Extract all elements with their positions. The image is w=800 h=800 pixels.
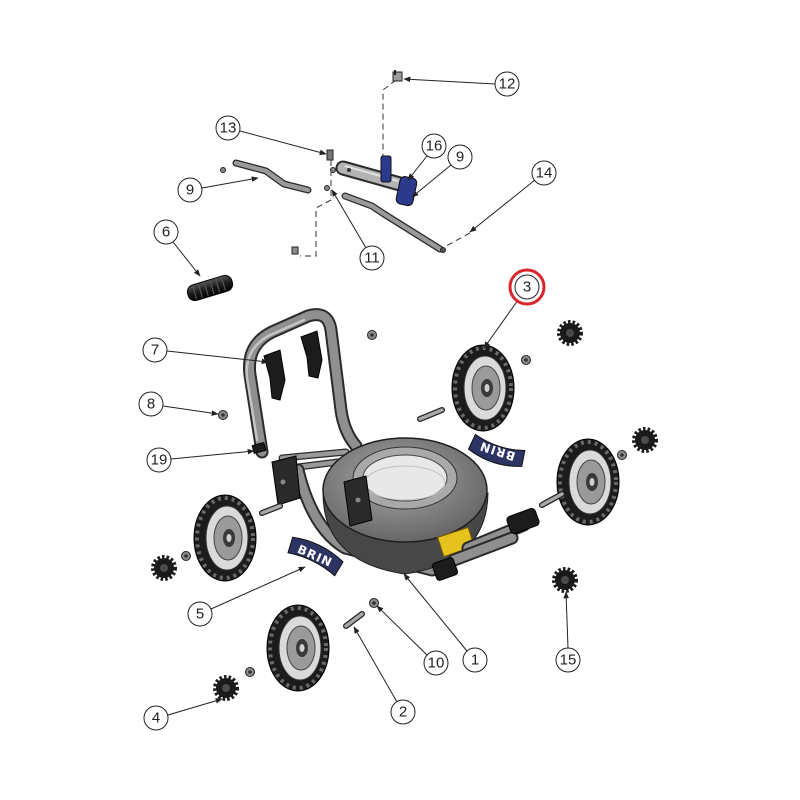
callout-13: 13: [215, 115, 327, 156]
wheel-front-right: [555, 437, 621, 527]
callout-label: 5: [196, 606, 204, 623]
nut-front-left: [181, 551, 191, 561]
callout-label: 4: [152, 710, 160, 727]
callout-label: 19: [151, 452, 168, 469]
callout-16: 16: [407, 133, 447, 181]
callout-label: 3: [523, 279, 531, 296]
nut-upper: [367, 330, 377, 340]
callout-6: 6: [153, 219, 201, 277]
control-rod-right-part-9: [341, 192, 446, 253]
callout-label: 14: [536, 165, 553, 182]
rear-guard: [431, 508, 540, 581]
callout-5: 5: [187, 566, 306, 627]
clip-part-12: [392, 70, 403, 82]
callout-label: 13: [220, 120, 237, 137]
nut-rear-left: [245, 667, 255, 677]
hubcap-rear-right-outer: [557, 320, 583, 346]
assembly-dash-line-14: [445, 232, 471, 247]
callout-label: 15: [560, 652, 577, 669]
callout-2: 2: [353, 626, 416, 725]
callout-label: 1: [471, 652, 479, 669]
callout-7: 7: [142, 337, 269, 365]
hubcap-part-15: [552, 567, 578, 593]
handle-grip-part-6: [186, 274, 234, 302]
callout-label: 9: [186, 182, 194, 199]
handle-knob-left-part-7: [263, 349, 286, 401]
callout-3: 3: [483, 268, 546, 349]
nut-front-right: [617, 450, 627, 460]
callout-label: 10: [428, 655, 445, 672]
highlight-ring: [508, 268, 546, 306]
callout-15: 15: [555, 591, 581, 673]
callout-19: 19: [146, 447, 255, 473]
wheel-rear-right-part-3: [450, 343, 516, 433]
callout-label: 8: [147, 396, 155, 413]
callout-label: 12: [499, 76, 516, 93]
hubcap-rear-left-part-4: [213, 675, 239, 701]
assembly-dash-line-13: [300, 160, 332, 257]
callout-label: 11: [364, 250, 380, 267]
callout-8: 8: [138, 391, 219, 417]
callout-14: 14: [469, 160, 557, 233]
callout-1: 1: [403, 573, 488, 673]
handle-bracket-left: [271, 455, 301, 506]
callout-label: 9: [456, 149, 464, 166]
control-assembly: [220, 70, 471, 257]
callout-10: 10: [376, 605, 449, 676]
callout-4: 4: [143, 698, 223, 731]
hubcap-front-right: [632, 427, 658, 453]
axle-bolt-rear-right: [417, 407, 445, 422]
callouts: 12 13 16 9 9 14 6: [138, 71, 581, 731]
wheel-rear-left: [265, 603, 331, 693]
axle-bolt-front-right: [539, 491, 565, 508]
hubcap-front-left: [151, 555, 177, 581]
callout-label: 7: [151, 342, 159, 359]
mower-deck-part-1: [322, 437, 489, 575]
callout-9-right: 9: [411, 144, 473, 198]
callout-12: 12: [403, 71, 520, 97]
wheel-front-left: [192, 493, 258, 583]
bolt-part-13: [324, 149, 336, 191]
control-rod-left-part-9: [220, 159, 312, 194]
assembly-dash-line-12: [382, 79, 397, 162]
nut-part-8: [218, 410, 228, 420]
callout-label: 2: [399, 704, 407, 721]
callout-label: 6: [162, 224, 170, 241]
small-nut-part-11: [291, 246, 299, 255]
handle-knob-right-part-7: [300, 330, 323, 379]
nut-rear-right: [521, 355, 531, 365]
axle-bolt-part-2: [343, 611, 365, 629]
callout-11: 11: [331, 189, 385, 271]
callout-9-left: 9: [177, 176, 259, 203]
axle-bolt-front-left: [259, 503, 283, 516]
callout-label: 16: [426, 138, 443, 155]
